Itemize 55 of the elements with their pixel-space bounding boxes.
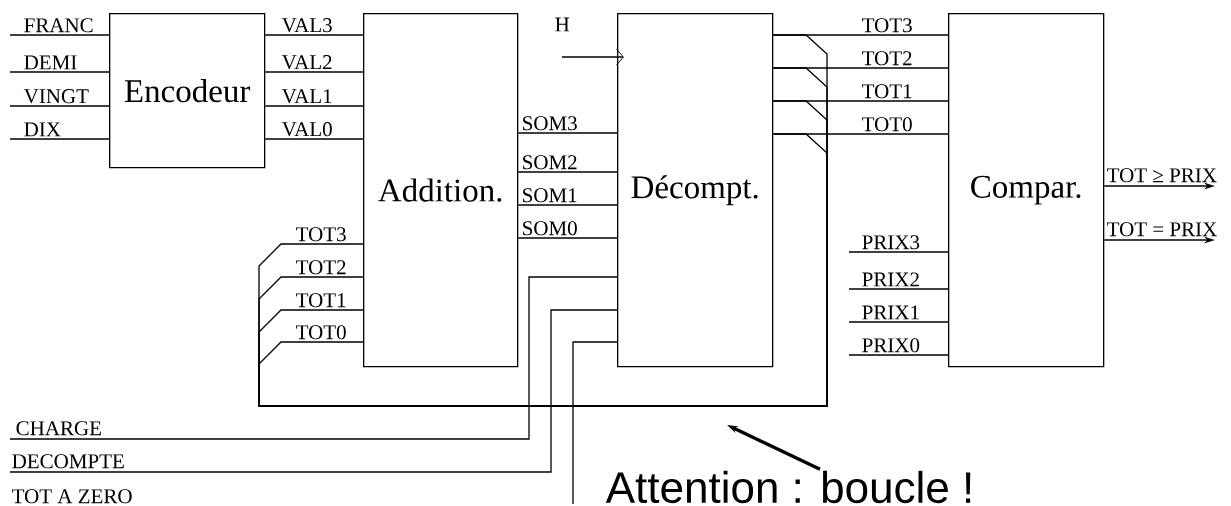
edge-label: TOT3 xyxy=(862,18,912,33)
signal-line xyxy=(517,171,618,173)
edge-label: TOT1 xyxy=(862,84,912,99)
edge-label: VAL3 xyxy=(281,18,332,33)
edge-label: TOT2 xyxy=(862,51,912,66)
counter-block: Décompt. xyxy=(617,13,774,368)
signal-wire xyxy=(9,309,618,473)
signal-line xyxy=(517,237,618,239)
edge-label: TOT3 xyxy=(296,227,346,242)
arrow xyxy=(561,48,624,66)
edge-label: TOT2 xyxy=(296,260,346,275)
edge-label: TOT1 xyxy=(296,293,346,308)
signal-line xyxy=(848,288,949,290)
signal-line xyxy=(264,105,364,107)
edge-label: FRANC xyxy=(24,18,93,33)
edge-label: PRIX2 xyxy=(862,272,919,287)
edge-label: H xyxy=(555,17,570,32)
edge-label: PRIX0 xyxy=(862,338,920,353)
signal-line xyxy=(848,321,949,323)
edge-label: SOM2 xyxy=(523,155,577,170)
edge-label: SOM0 xyxy=(523,221,577,236)
edge-label: PRIX3 xyxy=(862,235,920,250)
signal-line xyxy=(9,105,110,107)
signal-line xyxy=(264,34,364,36)
edge-label: TOT0 xyxy=(296,325,346,340)
signal-label: TOT A ZERO xyxy=(12,489,132,504)
edge-label: TOT ≥ PRIX xyxy=(1107,168,1217,183)
signal-line xyxy=(264,71,364,73)
edge-label: CHARGE xyxy=(16,421,101,436)
signal-wire xyxy=(572,341,618,505)
edge-label: TOT = PRIX xyxy=(1107,222,1217,237)
edge-label: SOM1 xyxy=(523,188,577,203)
edge-label: DIX xyxy=(24,122,61,137)
adder-block: Addition. xyxy=(363,13,519,368)
edge-label: DECOMPTE xyxy=(12,454,124,469)
warning-text: Attention : boucle ! xyxy=(605,470,971,504)
signal-line xyxy=(517,204,618,206)
edge-label: TOT0 xyxy=(862,117,912,132)
edge-label: PRIX1 xyxy=(862,305,919,320)
edge-label: DEMI xyxy=(24,55,77,70)
edge-label: VAL0 xyxy=(281,122,332,137)
signal-line xyxy=(9,34,110,36)
signal-line xyxy=(9,71,110,73)
comparator-block: Compar. xyxy=(948,13,1105,368)
signal-line xyxy=(848,354,949,356)
edge-label: VINGT xyxy=(23,89,89,104)
signal-wire xyxy=(9,276,618,440)
signal-line xyxy=(517,132,618,134)
encoder-block: Encodeur xyxy=(109,13,266,169)
edge-label: SOM3 xyxy=(523,116,577,131)
signal-line xyxy=(848,251,949,253)
signal-line xyxy=(264,138,364,140)
signal-line xyxy=(9,138,110,140)
edge-label: VAL1 xyxy=(281,89,332,104)
edge-label: VAL2 xyxy=(281,55,332,70)
